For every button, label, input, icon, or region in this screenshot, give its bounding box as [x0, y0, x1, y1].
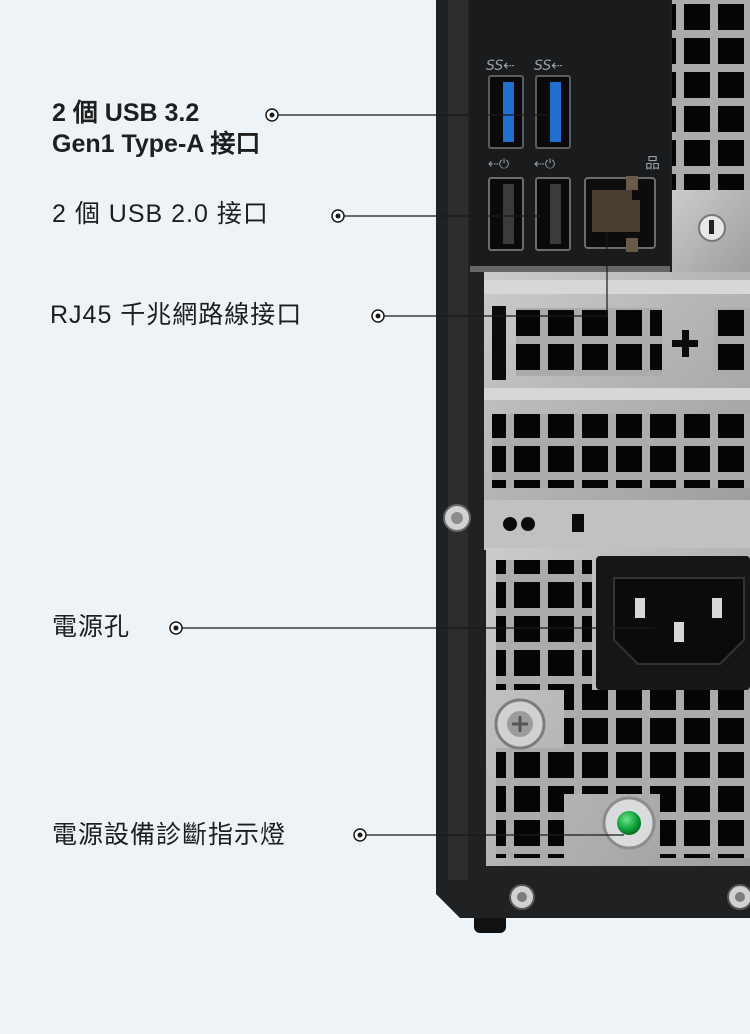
usb3-port-1: [488, 75, 524, 149]
diag-label: 電源設備診斷指示燈: [52, 821, 287, 849]
usb2-port-1: [488, 177, 524, 251]
callout-dots: [169, 108, 385, 842]
usb2-mark-2: ⇠⏻: [534, 157, 555, 172]
status-led-icon: [602, 796, 656, 850]
top-vent-grid: [672, 0, 750, 190]
usb32-label: 2 個 USB 3.2 Gen1 Type-A 接口: [52, 98, 260, 160]
plus-icon: [672, 330, 698, 357]
power-label: 電源孔: [52, 613, 131, 641]
usb2-port-2: [535, 177, 571, 251]
usb3-port-2: [535, 75, 571, 149]
callout-lines: [178, 114, 655, 836]
usb3-mark-2: SS⇠: [534, 58, 563, 74]
usb3-mark-1: SS⇠: [486, 58, 515, 74]
usb32-label-line2: Gen1 Type-A 接口: [52, 130, 261, 158]
psu-screw-icon: [494, 698, 546, 750]
usb2-mark-1: ⇠⏻: [488, 157, 509, 172]
usb32-label-line1: 2 個 USB 3.2: [52, 99, 200, 127]
lan-mark: 品: [645, 154, 660, 172]
screw-icon: [443, 504, 471, 532]
rj45-label: RJ45 千兆網路線接口: [50, 301, 303, 329]
rj45-port: [584, 176, 656, 252]
usb20-label: 2 個 USB 2.0 接口: [52, 200, 269, 228]
power-socket-icon: [596, 556, 750, 690]
